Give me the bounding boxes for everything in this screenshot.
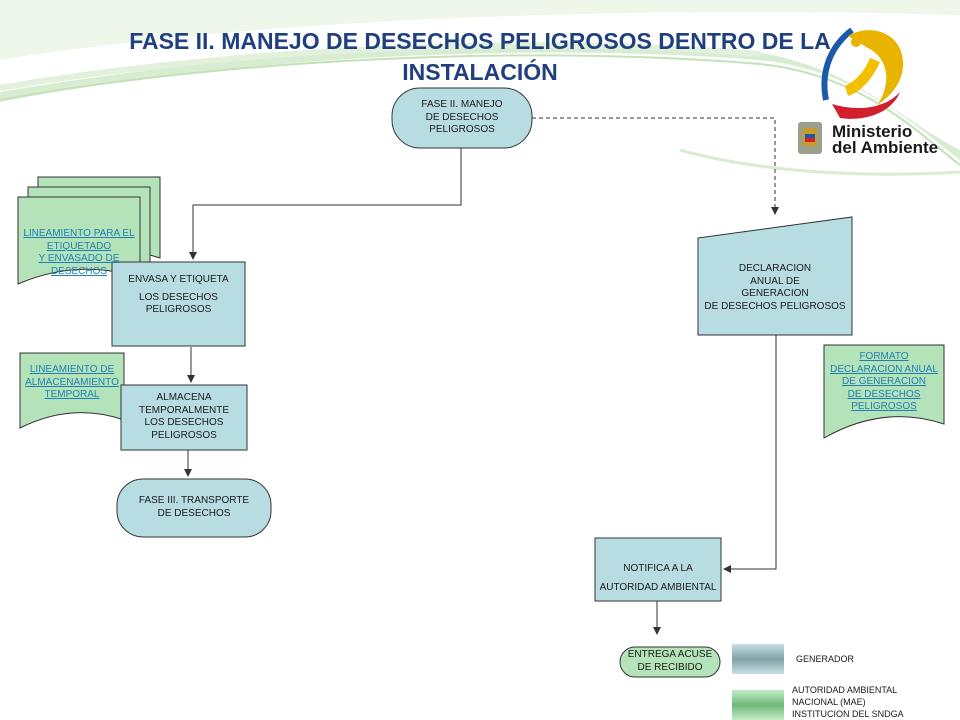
- legend-autoridad-swatch: [732, 690, 784, 720]
- page-title-line2: INSTALACIÓN: [402, 59, 558, 85]
- envasa-process-shape: [111, 261, 246, 347]
- fase3-terminator-shape: [116, 478, 272, 538]
- acuse-terminator-shape: [619, 646, 721, 678]
- ministerio-logo-icon: [798, 27, 904, 154]
- declaracion-manual-input-shape: [697, 216, 853, 336]
- legend-generador-swatch: [732, 644, 784, 674]
- notifica-process-shape: [594, 537, 722, 602]
- page-title: FASE II. MANEJO DE DESECHOS PELIGROSOS D…: [60, 26, 900, 88]
- document-formato-declaracion-shape: [823, 344, 945, 439]
- ministerio-logo-text: Ministerio del Ambiente: [832, 122, 939, 157]
- header-swoosh-decoration: [0, 0, 960, 176]
- page-title-line1: FASE II. MANEJO DE DESECHOS PELIGROSOS D…: [129, 28, 831, 54]
- document-lineamiento-etiquetado-shape: [17, 176, 161, 285]
- almacena-process-shape: [120, 384, 248, 451]
- flow-connectors: [184, 117, 779, 635]
- legend-generador-label: GENERADOR: [796, 654, 855, 664]
